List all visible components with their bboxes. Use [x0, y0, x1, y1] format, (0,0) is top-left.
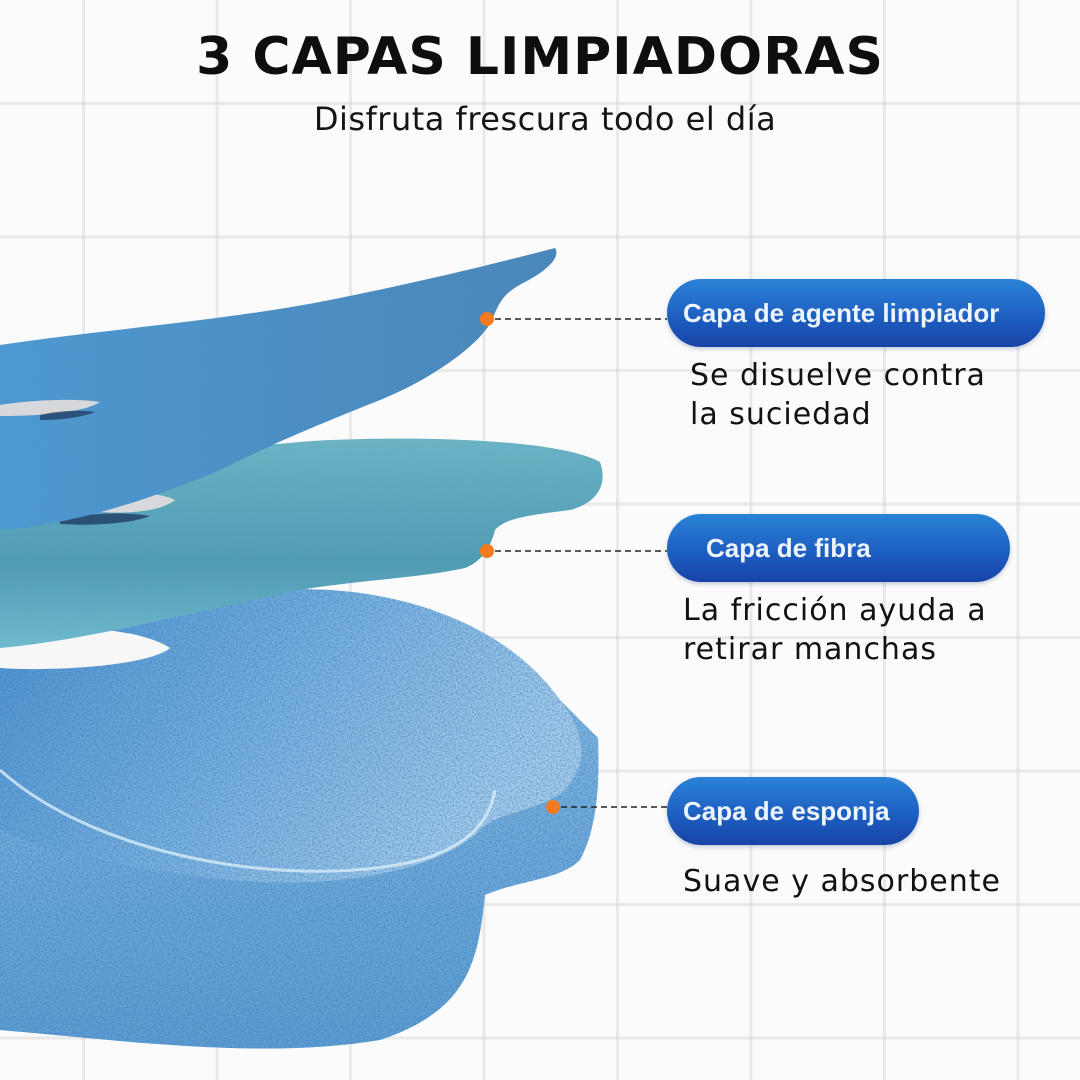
layer-description-cleaning-agent: Se disuelve contra la suciedad	[690, 356, 986, 434]
layer-label-fiber: Capa de fibra	[667, 514, 1010, 582]
layer-label-text: Capa de esponja	[683, 796, 890, 826]
marker-dot-icon-1	[480, 312, 494, 326]
description-line: Suave y absorbente	[683, 864, 1001, 899]
layer-label-text: Capa de fibra	[706, 533, 871, 563]
description-line: La fricción ayuda a	[683, 593, 987, 628]
layer-description-fiber: La fricción ayuda a retirar manchas	[683, 591, 987, 669]
description-line: retirar manchas	[683, 632, 937, 667]
layer-description-sponge: Suave y absorbente	[683, 862, 1001, 901]
layer-label-cleaning-agent: Capa de agente limpiador	[667, 279, 1045, 347]
leader-lines	[495, 318, 667, 808]
cleaning-agent-layer	[0, 248, 557, 530]
description-line: la suciedad	[690, 397, 872, 432]
layer-label-sponge: Capa de esponja	[667, 777, 919, 845]
marker-dot-icon-3	[546, 800, 560, 814]
marker-dots	[480, 312, 560, 814]
description-line: Se disuelve contra	[690, 358, 986, 393]
marker-dot-icon-2	[480, 544, 494, 558]
page-title: 3 CAPAS LIMPIADORAS	[196, 27, 884, 87]
layer-label-text: Capa de agente limpiador	[683, 298, 1000, 328]
sponge-layer	[0, 589, 599, 1049]
page-subtitle: Disfruta frescura todo el día	[313, 100, 777, 138]
